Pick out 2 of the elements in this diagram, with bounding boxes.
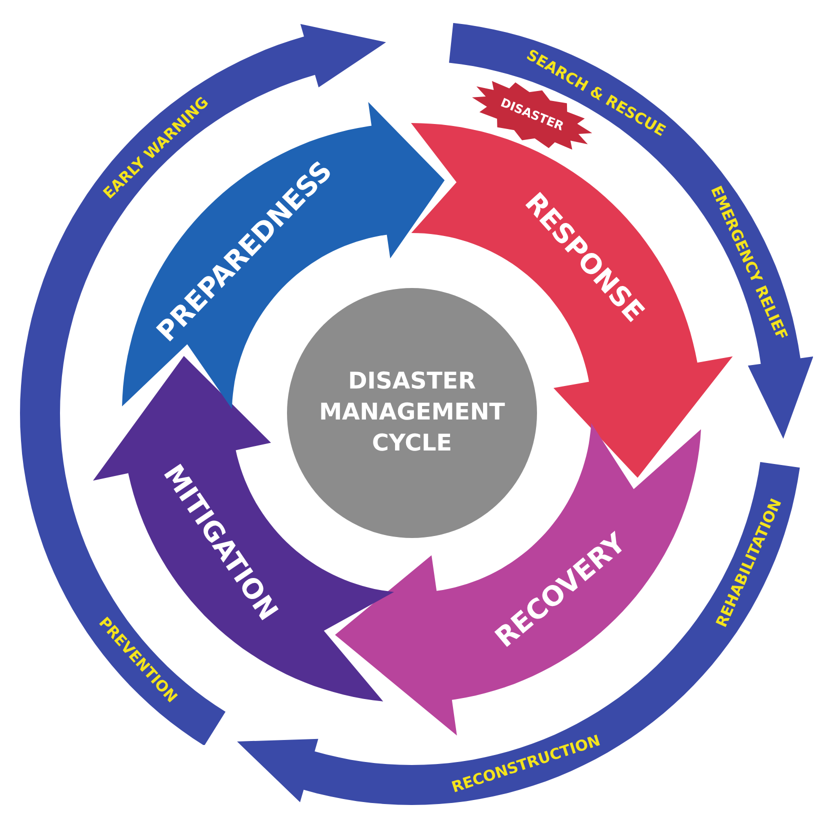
curved-arrow [335,423,702,736]
center-label: DISASTER MANAGEMENT CYCLE [318,367,506,459]
